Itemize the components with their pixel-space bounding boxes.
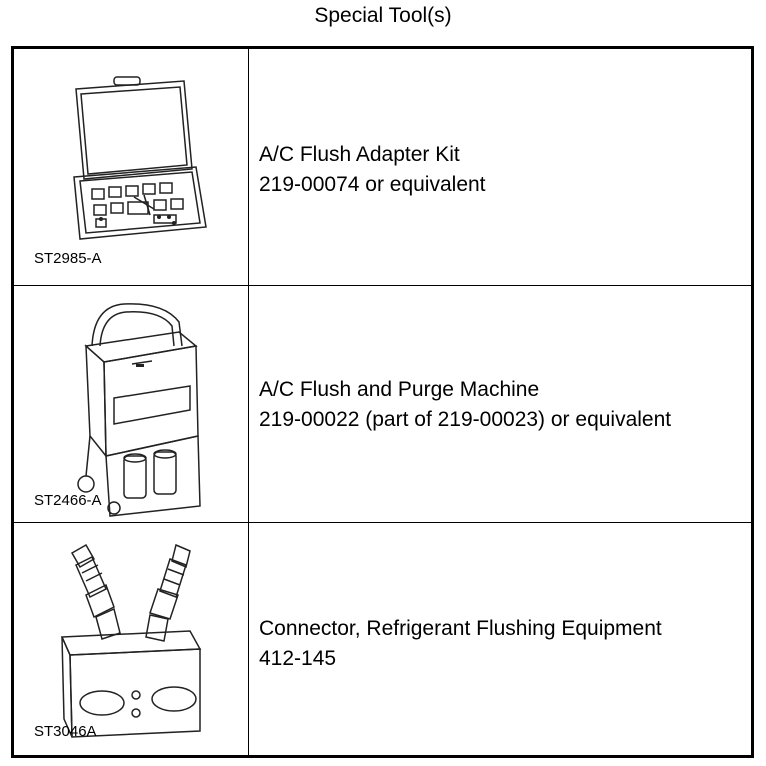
illustration-cell: ST2466-A	[14, 286, 249, 522]
illustration-cell: ST2985-A	[14, 49, 249, 285]
flush-machine-illustration	[77, 303, 201, 517]
tool-id-label: ST2985-A	[34, 250, 102, 267]
connector-block-illustration	[60, 543, 202, 738]
tool-id-label: ST2466-A	[34, 492, 102, 509]
illustration-cell: ST3046A	[14, 523, 249, 755]
case-kit-illustration	[73, 76, 207, 240]
tool-description: Connector, Refrigerant Flushing Equipmen…	[259, 614, 662, 674]
tool-part-number: 219-00022 (part of 219-00023) or equival…	[259, 408, 672, 431]
table-row: ST2985-A A/C Flush Adapter Kit 219-00074…	[14, 49, 751, 286]
tool-name: A/C Flush Adapter Kit	[259, 143, 460, 166]
tool-name: A/C Flush and Purge Machine	[259, 378, 540, 401]
page-title: Special Tool(s)	[314, 4, 452, 27]
tool-description: A/C Flush Adapter Kit 219-00074 or equiv…	[259, 140, 486, 200]
tool-part-number: 412-145	[259, 647, 337, 670]
table-row: ST2466-A A/C Flush and Purge Machine 219…	[14, 286, 751, 523]
table-row: ST3046A Connector, Refrigerant Flushing …	[14, 523, 751, 755]
special-tools-table: ST2985-A A/C Flush Adapter Kit 219-00074…	[11, 46, 754, 758]
tool-name: Connector, Refrigerant Flushing Equipmen…	[259, 617, 662, 640]
tool-id-label: ST3046A	[34, 723, 97, 740]
tool-part-number: 219-00074 or equivalent	[259, 173, 486, 196]
tool-description: A/C Flush and Purge Machine 219-00022 (p…	[259, 375, 671, 435]
